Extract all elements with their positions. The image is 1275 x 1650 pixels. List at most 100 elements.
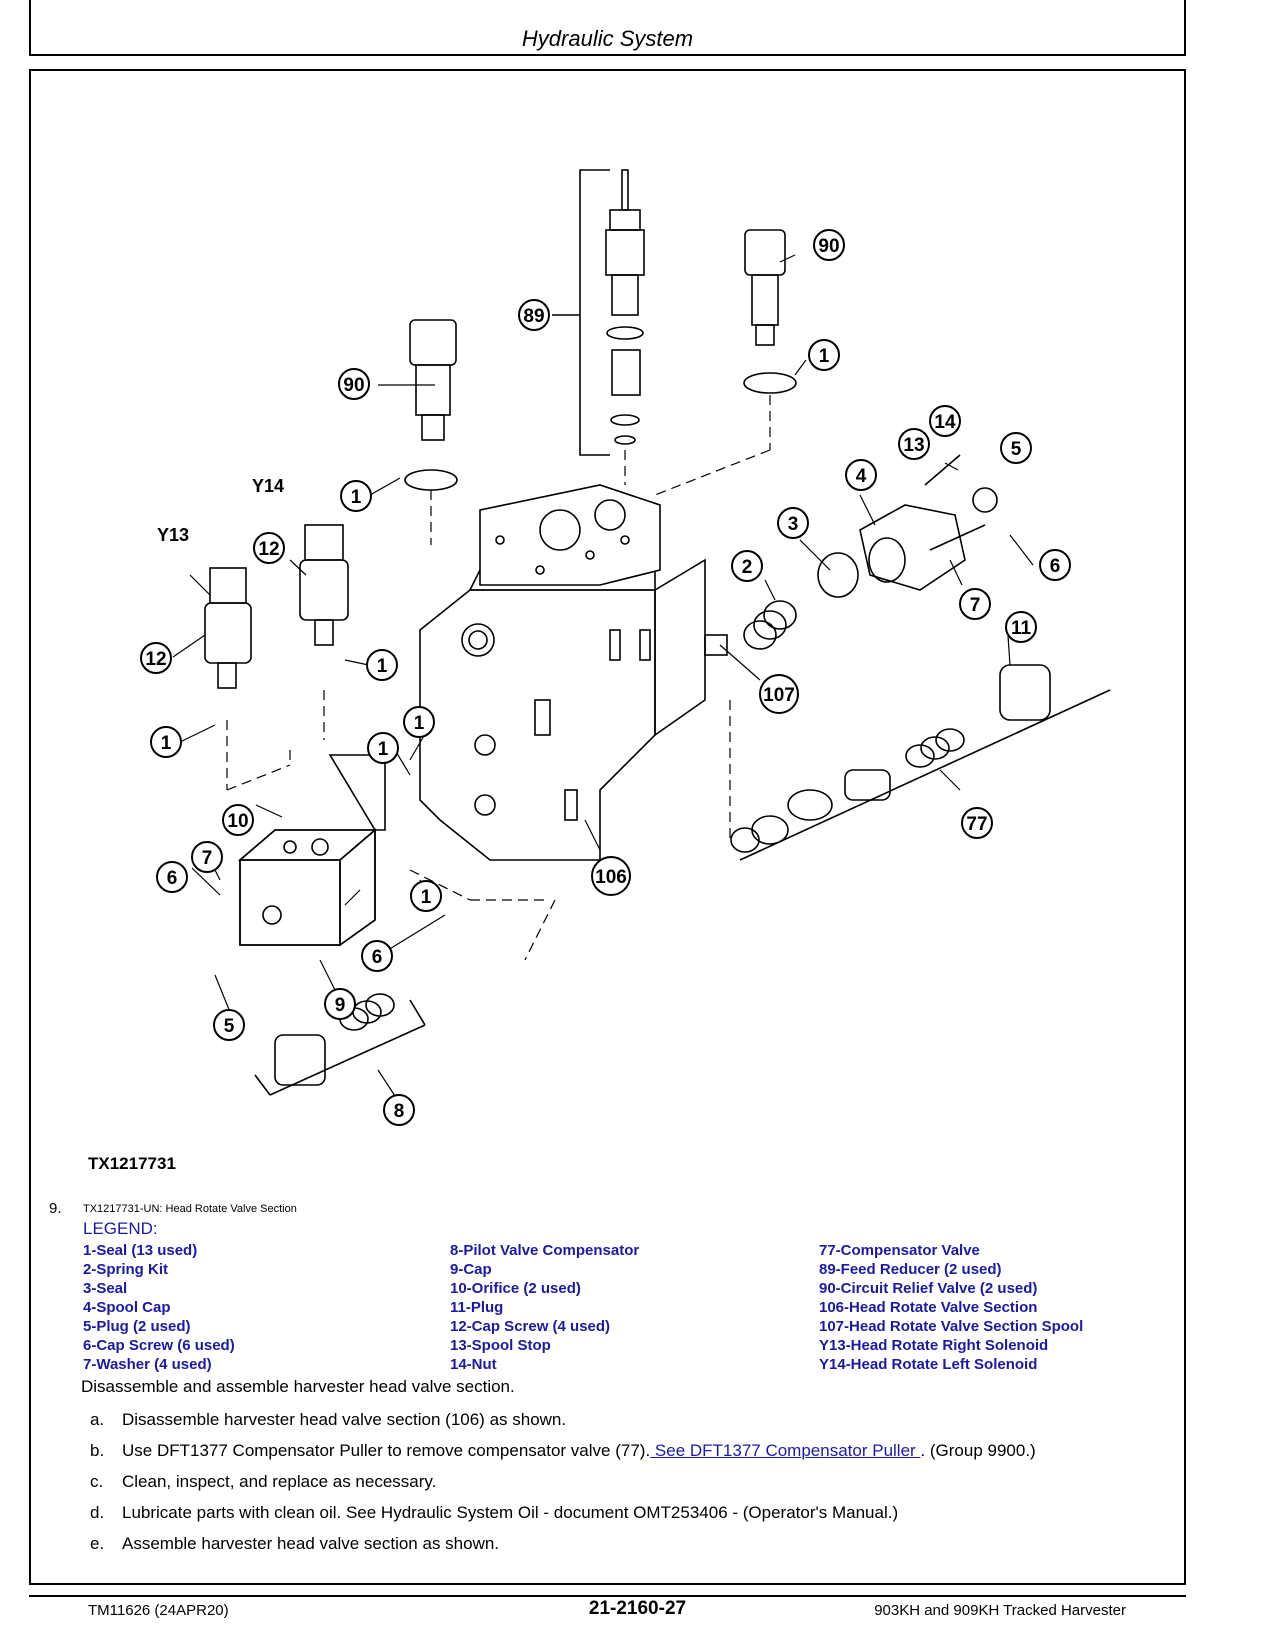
footer-divider <box>29 1595 1186 1597</box>
svg-text:6: 6 <box>372 947 383 968</box>
leader-lines <box>172 254 1034 1097</box>
substep-letter: c. <box>90 1472 104 1491</box>
solenoid-y14 <box>299 524 349 646</box>
legend-item: 4-Spool Cap <box>83 1299 171 1316</box>
substep-text: Assemble harvester head valve section as… <box>122 1534 500 1553</box>
substep-item: d. Lubricate parts with clean oil. See Hy… <box>90 1503 1036 1534</box>
legend-item: 9-Cap <box>450 1261 492 1278</box>
callout-10: 10 <box>222 804 254 836</box>
legend-item: 12-Cap Screw (4 used) <box>450 1318 611 1335</box>
legend-item: 3-Seal <box>83 1280 128 1297</box>
svg-text:90: 90 <box>343 375 364 396</box>
legend-item: Y14-Head Rotate Left Solenoid <box>819 1356 1038 1373</box>
legend-item: 90-Circuit Relief Valve (2 used) <box>819 1280 1038 1297</box>
svg-text:6: 6 <box>167 868 178 889</box>
footer-page-number: 21-2160-27 <box>588 1598 687 1619</box>
callout-1: 1 <box>403 706 435 738</box>
legend-item: 5-Plug (2 used) <box>83 1318 191 1335</box>
section-title: Hydraulic System <box>521 26 694 51</box>
substep-text: Disassemble harvester head valve section… <box>122 1410 567 1429</box>
svg-text:1: 1 <box>421 887 432 908</box>
callout-5: 5 <box>213 1009 245 1041</box>
legend-item: Y13-Head Rotate Right Solenoid <box>819 1337 1049 1354</box>
svg-text:1: 1 <box>377 656 388 677</box>
exploded-view-diagram: 89 90 90 1 1 1 1 1 1 1 Y14 Y13 12 12 14 … <box>140 169 1111 1126</box>
legend-item: 7-Washer (4 used) <box>83 1356 212 1373</box>
compensator-puller-link[interactable]: See DFT1377 Compensator Puller <box>650 1441 921 1460</box>
svg-text:7: 7 <box>970 595 981 616</box>
legend-item: 6-Cap Screw (6 used) <box>83 1337 235 1354</box>
legend-title: LEGEND: <box>83 1219 158 1238</box>
step-intro: Disassemble and assemble harvester head … <box>81 1377 515 1396</box>
svg-text:1: 1 <box>351 487 362 508</box>
solenoid-y13 <box>204 567 252 689</box>
legend-item: 2-Spring Kit <box>83 1261 168 1278</box>
svg-text:106: 106 <box>595 867 627 888</box>
svg-text:Y13: Y13 <box>157 525 189 545</box>
callout-106: 106 <box>591 856 631 896</box>
callout-11: 11 <box>1005 611 1037 643</box>
alignment-lines <box>226 395 771 961</box>
callout-14: 14 <box>929 405 961 437</box>
callout-107: 107 <box>759 674 799 714</box>
callout-77: 77 <box>961 807 993 839</box>
spring-kit-2 <box>704 600 797 656</box>
legend-item: 107-Head Rotate Valve Section Spool <box>819 1318 1084 1335</box>
legend-item: 11-Plug <box>450 1299 504 1316</box>
svg-text:77: 77 <box>966 814 987 835</box>
spool-cap-4 <box>817 454 998 598</box>
svg-text:1: 1 <box>414 713 425 734</box>
svg-text:2: 2 <box>742 557 753 578</box>
svg-text:1: 1 <box>819 346 830 367</box>
svg-text:Y14: Y14 <box>252 476 284 496</box>
substep-letter: a. <box>90 1410 105 1429</box>
svg-text:90: 90 <box>818 236 839 257</box>
legend-item: 106-Head Rotate Valve Section <box>819 1299 1038 1316</box>
callout-90: 90 <box>338 368 370 400</box>
callout-1: 1 <box>340 480 372 512</box>
relief-valve-90-right <box>743 229 797 394</box>
substep-letter: b. <box>90 1441 105 1460</box>
svg-text:5: 5 <box>1011 439 1022 460</box>
callout-1: 1 <box>150 726 182 758</box>
feed-reducer-bracket <box>579 169 610 456</box>
svg-text:6: 6 <box>1050 556 1061 577</box>
callout-5: 5 <box>1000 432 1032 464</box>
svg-text:13: 13 <box>903 435 924 456</box>
callout-12: 12 <box>140 642 172 674</box>
legend-item: 13-Spool Stop <box>450 1337 551 1354</box>
footer-manual-id: TM11626 (24APR20) <box>88 1602 229 1619</box>
substep-item: c. Clean, inspect, and replace as necessa… <box>90 1472 1036 1503</box>
callout-1: 1 <box>808 339 840 371</box>
svg-text:10: 10 <box>227 811 248 832</box>
substep-item: e. Assemble harvester head valve section … <box>90 1534 1036 1565</box>
svg-text:89: 89 <box>523 306 544 327</box>
legend-item: 89-Feed Reducer (2 used) <box>819 1261 1002 1278</box>
legend-column-2: 8-Pilot Valve Compensator 9-Cap 10-Orifi… <box>450 1241 639 1374</box>
legend-item: 8-Pilot Valve Compensator <box>450 1242 640 1259</box>
substep-item: b.Use DFT1377 Compensator Puller to remo… <box>90 1441 1036 1472</box>
substep-letter: e. <box>90 1534 105 1553</box>
callout-7: 7 <box>959 588 991 620</box>
callout-1: 1 <box>366 649 398 681</box>
cap-9 <box>237 754 386 947</box>
substep-letter: d. <box>90 1503 105 1522</box>
callout-7: 7 <box>191 841 223 873</box>
svg-text:11: 11 <box>1011 618 1032 639</box>
callout-2: 2 <box>731 550 763 582</box>
callout-9: 9 <box>324 988 356 1020</box>
callout-12: 12 <box>253 532 285 564</box>
footer-machine-name: 903KH and 909KH Tracked Harvester <box>874 1602 1126 1619</box>
callout-y13: Y13 <box>157 525 189 545</box>
callout-13: 13 <box>898 428 930 460</box>
content-frame <box>29 69 1186 1585</box>
svg-text:7: 7 <box>202 848 213 869</box>
callout-90: 90 <box>813 229 845 261</box>
svg-text:5: 5 <box>224 1016 235 1037</box>
svg-text:12: 12 <box>145 649 166 670</box>
svg-text:8: 8 <box>394 1101 405 1122</box>
callout-6: 6 <box>1039 549 1071 581</box>
substep-text: Lubricate parts with clean oil. See Hydr… <box>122 1503 899 1522</box>
substep-item: a. Disassemble harvester head valve secti… <box>90 1410 1036 1441</box>
substep-text: Clean, inspect, and replace as necessary… <box>122 1472 437 1491</box>
